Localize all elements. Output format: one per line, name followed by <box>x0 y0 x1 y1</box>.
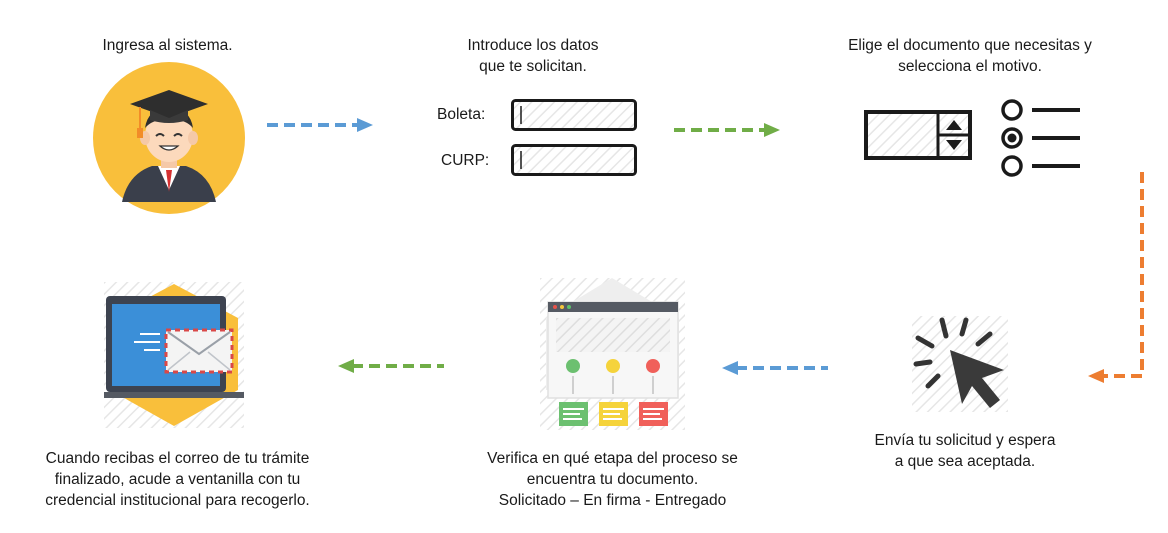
curp-label: CURP: <box>441 152 490 169</box>
curp-field[interactable] <box>511 144 637 176</box>
step1-caption: Ingresa al sistema. <box>102 37 233 54</box>
click-cursor-icon <box>904 310 1016 415</box>
arrow-step3-to-step4 <box>1084 170 1154 390</box>
step5-caption: Verifica en qué etapa del proceso se enc… <box>487 450 738 509</box>
arrow-step4-to-step5 <box>718 359 830 377</box>
step6-caption: Cuando recibas el correo de tu trámite f… <box>45 450 310 509</box>
boleta-label: Boleta: <box>437 106 486 123</box>
step3-caption: Elige el documento que necesitas y selec… <box>848 37 1092 75</box>
arrow-step5-to-step6 <box>334 357 446 375</box>
step4-caption: Envía tu solicitud y espera a que sea ac… <box>874 432 1056 470</box>
document-select-icon <box>862 96 1092 182</box>
status-browser-icon <box>540 278 685 430</box>
step2-caption: Introduce los datos que te solicitan. <box>467 37 599 75</box>
graduate-icon <box>92 62 247 217</box>
arrow-step1-to-step2 <box>265 116 377 134</box>
arrow-step2-to-step3 <box>672 121 784 139</box>
boleta-field[interactable] <box>511 99 637 131</box>
laptop-email-icon <box>104 282 244 428</box>
